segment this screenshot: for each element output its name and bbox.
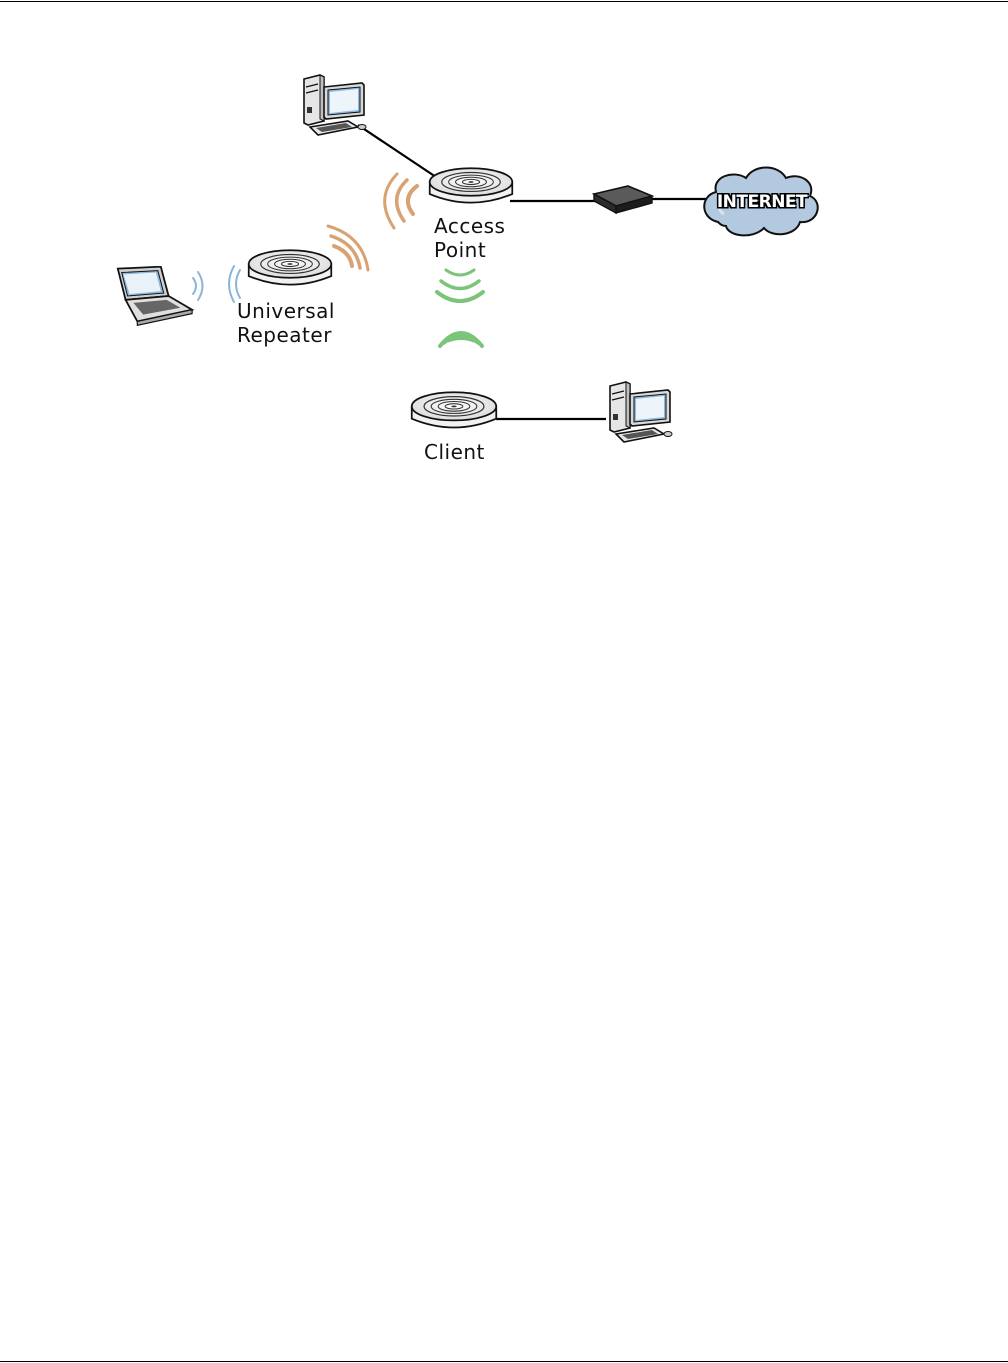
universal-repeater-router-icon bbox=[249, 250, 332, 284]
client-router-icon bbox=[412, 392, 496, 427]
universal-repeater-label: Universal Repeater bbox=[237, 299, 335, 347]
link-desktop-top-to-access-point bbox=[358, 125, 436, 177]
wireless-ap-client bbox=[437, 270, 483, 346]
client-label: Client bbox=[424, 440, 485, 464]
internet-label: INTERNET bbox=[708, 192, 816, 212]
desktop-top-icon bbox=[304, 75, 366, 135]
desktop-right-icon bbox=[610, 382, 672, 442]
wireless-ap-repeater bbox=[328, 174, 417, 270]
wired-links bbox=[358, 125, 716, 419]
modem-icon bbox=[594, 186, 652, 213]
laptop-icon bbox=[118, 267, 192, 326]
access-point-router-icon bbox=[430, 168, 513, 202]
wireless-repeater-laptop bbox=[193, 266, 240, 302]
access-point-label-line-2: Point bbox=[434, 238, 505, 262]
access-point-label: Access Point bbox=[434, 214, 505, 262]
universal-repeater-label-line-2: Repeater bbox=[237, 323, 335, 347]
access-point-label-line-1: Access bbox=[434, 214, 505, 238]
client-label-line-1: Client bbox=[424, 440, 485, 464]
universal-repeater-label-line-1: Universal bbox=[237, 299, 335, 323]
